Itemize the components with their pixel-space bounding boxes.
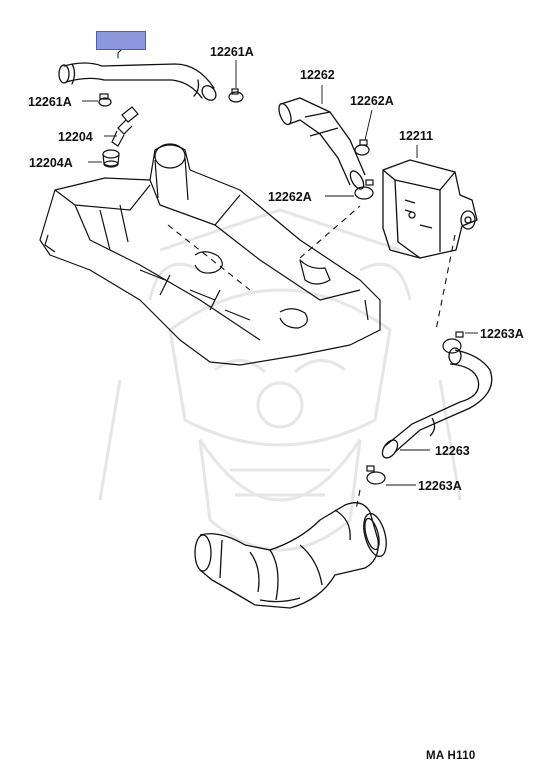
oil-separator-12211[interactable] [382, 145, 478, 259]
label-12263A-top: 12263A [480, 327, 524, 341]
clamp-12262A-top[interactable] [354, 109, 373, 156]
label-12263: 12263 [435, 444, 470, 458]
highlighted-part-marker[interactable] [96, 31, 146, 50]
label-12261A-top: 12261A [210, 45, 254, 59]
diagram-code: MA H110 [426, 750, 476, 762]
vent-hose-12263[interactable] [379, 347, 493, 461]
label-12262A-top: 12262A [350, 94, 394, 108]
label-12204: 12204 [58, 130, 93, 144]
clamp-12263A-top[interactable] [442, 331, 478, 354]
pcv-hose-12261[interactable] [58, 49, 219, 103]
pcv-valve-12204[interactable] [104, 106, 139, 147]
clamp-12263A-bottom[interactable] [366, 465, 416, 486]
grommet-12204A[interactable] [88, 149, 120, 168]
label-12262A-mid: 12262A [268, 190, 312, 204]
clamp-12261A-left[interactable] [82, 93, 112, 107]
clamp-12262A-mid[interactable] [325, 179, 374, 200]
air-intake-connector [194, 502, 387, 609]
label-12262: 12262 [300, 68, 335, 82]
cylinder-head-cover [39, 143, 381, 366]
label-12204A: 12204A [29, 156, 73, 170]
label-12263A-bottom: 12263A [418, 479, 462, 493]
label-12211: 12211 [399, 129, 433, 143]
clamp-12261A-top[interactable] [228, 60, 244, 103]
label-12261A-left: 12261A [28, 95, 72, 109]
samurai-mask-watermark-icon [98, 208, 462, 552]
